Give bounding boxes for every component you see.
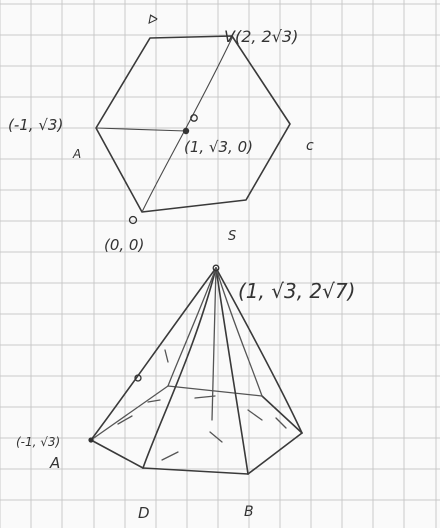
origin-point-marker	[128, 215, 138, 225]
hexagonal-pyramid-figure: S (1, √3, 2√7) (-1, √3) A D B	[16, 229, 355, 522]
hidden-segment-7	[164, 349, 169, 363]
pyramid-edge-sa	[90, 267, 217, 441]
left-point-label: (-1, √3)	[8, 116, 63, 134]
point-v-label: V(2, 2√3)	[224, 27, 298, 46]
center-point-dot	[182, 127, 190, 135]
vertex-b-label: B	[244, 504, 254, 520]
pyramid-base-right-back	[261, 395, 303, 434]
hidden-segment-8	[275, 417, 287, 429]
origin-label: (0, 0)	[104, 236, 144, 254]
pyramid-edge-sc	[215, 267, 303, 434]
pyramid-base-bottom-edge	[142, 467, 249, 475]
vertex-a-bottom-label: A	[49, 454, 60, 472]
apex-point-marker	[212, 264, 220, 272]
center-point-label: (1, √3, 0)	[184, 138, 253, 156]
hexagon-left-segment	[95, 127, 187, 132]
top-vertex-label: ᐅ	[148, 13, 158, 28]
apex-point-label: (1, √3, 2√7)	[238, 279, 355, 303]
hidden-segment-2	[194, 395, 216, 399]
hidden-segment-3	[247, 409, 263, 421]
hidden-segment-6	[117, 415, 133, 425]
pyramid-height	[211, 267, 217, 421]
pyramid-base-right-front	[247, 432, 303, 475]
vertex-d-label: D	[138, 504, 150, 522]
point-a-dot	[88, 437, 94, 443]
apex-letter-label: S	[228, 229, 236, 244]
vertex-c-label: c	[306, 138, 314, 154]
pyramid-edge-s-back-left	[167, 267, 217, 387]
hidden-segment-4	[209, 431, 223, 443]
pyramid-edge-s-back-right	[215, 267, 263, 397]
vertex-a-label: A	[72, 147, 81, 161]
hexagon-base-figure: ᐅ V(2, 2√3) (-1, √3) A (1, √3, 0) c (0, …	[8, 13, 314, 254]
hidden-segment-5	[161, 451, 179, 461]
center-point-marker	[190, 114, 198, 122]
pyramid-base-left-front	[90, 439, 144, 469]
hidden-segment-1	[147, 399, 161, 403]
pyramid-base-back-edge	[167, 385, 263, 397]
pyramid-base-left-back	[90, 385, 169, 441]
pyramid-edge-sb	[215, 267, 249, 475]
point-a-coord-label: (-1, √3)	[16, 435, 60, 449]
pyramid-edge-sd	[142, 267, 217, 469]
edge-point-marker	[134, 374, 142, 382]
